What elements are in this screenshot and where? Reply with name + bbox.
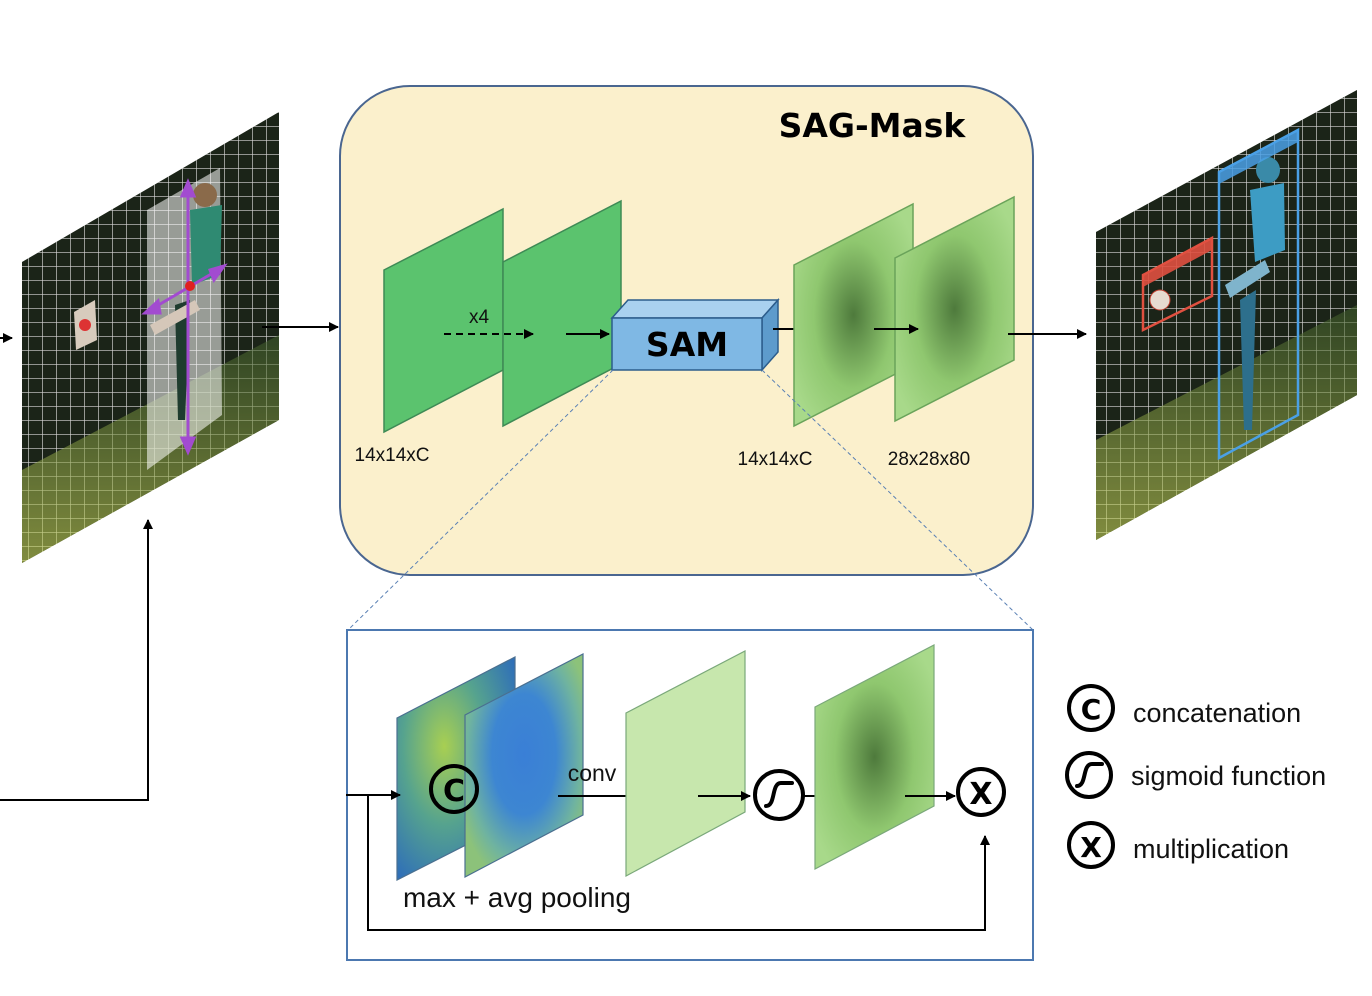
- sag-mask-module: SAG-Mask x4 SAM 14x14xC 14x14xC 28x28x80: [339, 85, 1034, 576]
- legend: C concatenation sigmoid function X multi…: [1065, 684, 1326, 869]
- legend-item-concatenation: C concatenation: [1067, 684, 1301, 732]
- multiplication-icon: X: [1067, 821, 1115, 869]
- concatenation-icon: C: [1067, 684, 1115, 732]
- legend-label-multiplication: multiplication: [1133, 834, 1289, 864]
- sam-label: SAM: [646, 325, 728, 364]
- svg-text:C: C: [1081, 693, 1102, 726]
- svg-text:C: C: [443, 774, 465, 809]
- module-title: SAG-Mask: [779, 106, 967, 145]
- attention-map: [814, 644, 935, 870]
- multiply-operator-icon: X: [956, 767, 1006, 817]
- player-figure-output: [1225, 157, 1285, 430]
- residual-arrow: [367, 795, 990, 931]
- dim-label-output: 28x28x80: [888, 449, 970, 470]
- repeat-label: x4: [469, 307, 490, 328]
- avg-pooling-map: [464, 653, 584, 878]
- purple-arrows: [141, 178, 228, 456]
- concat-operator-icon: C: [429, 764, 479, 814]
- sam-detail-panel: C conv X max + avg pooling: [346, 629, 1034, 961]
- pooling-label: max + avg pooling: [403, 882, 631, 913]
- dim-label-input: 14x14xC: [355, 445, 430, 466]
- sigmoid-operator-icon: [753, 769, 805, 821]
- ball-detection-box: [1141, 235, 1214, 333]
- zoom-line-left: [347, 369, 614, 631]
- sigmoid-icon: [1065, 751, 1113, 799]
- skip-connection-arrow: [0, 519, 153, 801]
- legend-item-multiplication: X multiplication: [1067, 821, 1289, 869]
- dim-label-after-sam: 14x14xC: [738, 449, 813, 470]
- svg-text:X: X: [1080, 831, 1102, 864]
- sam-block: SAM: [610, 298, 780, 372]
- input-image-panel: [22, 112, 279, 563]
- svg-text:X: X: [969, 777, 992, 812]
- conv-output-map: [625, 650, 746, 878]
- output-image-panel: [1096, 90, 1357, 540]
- output-mask-map: [894, 195, 1015, 423]
- legend-label-sigmoid: sigmoid function: [1131, 761, 1326, 791]
- legend-label-concatenation: concatenation: [1133, 698, 1301, 728]
- person-detection-box: [1217, 127, 1300, 461]
- legend-item-sigmoid: sigmoid function: [1065, 751, 1326, 799]
- center-point: [185, 281, 195, 291]
- conv-label: conv: [568, 760, 617, 786]
